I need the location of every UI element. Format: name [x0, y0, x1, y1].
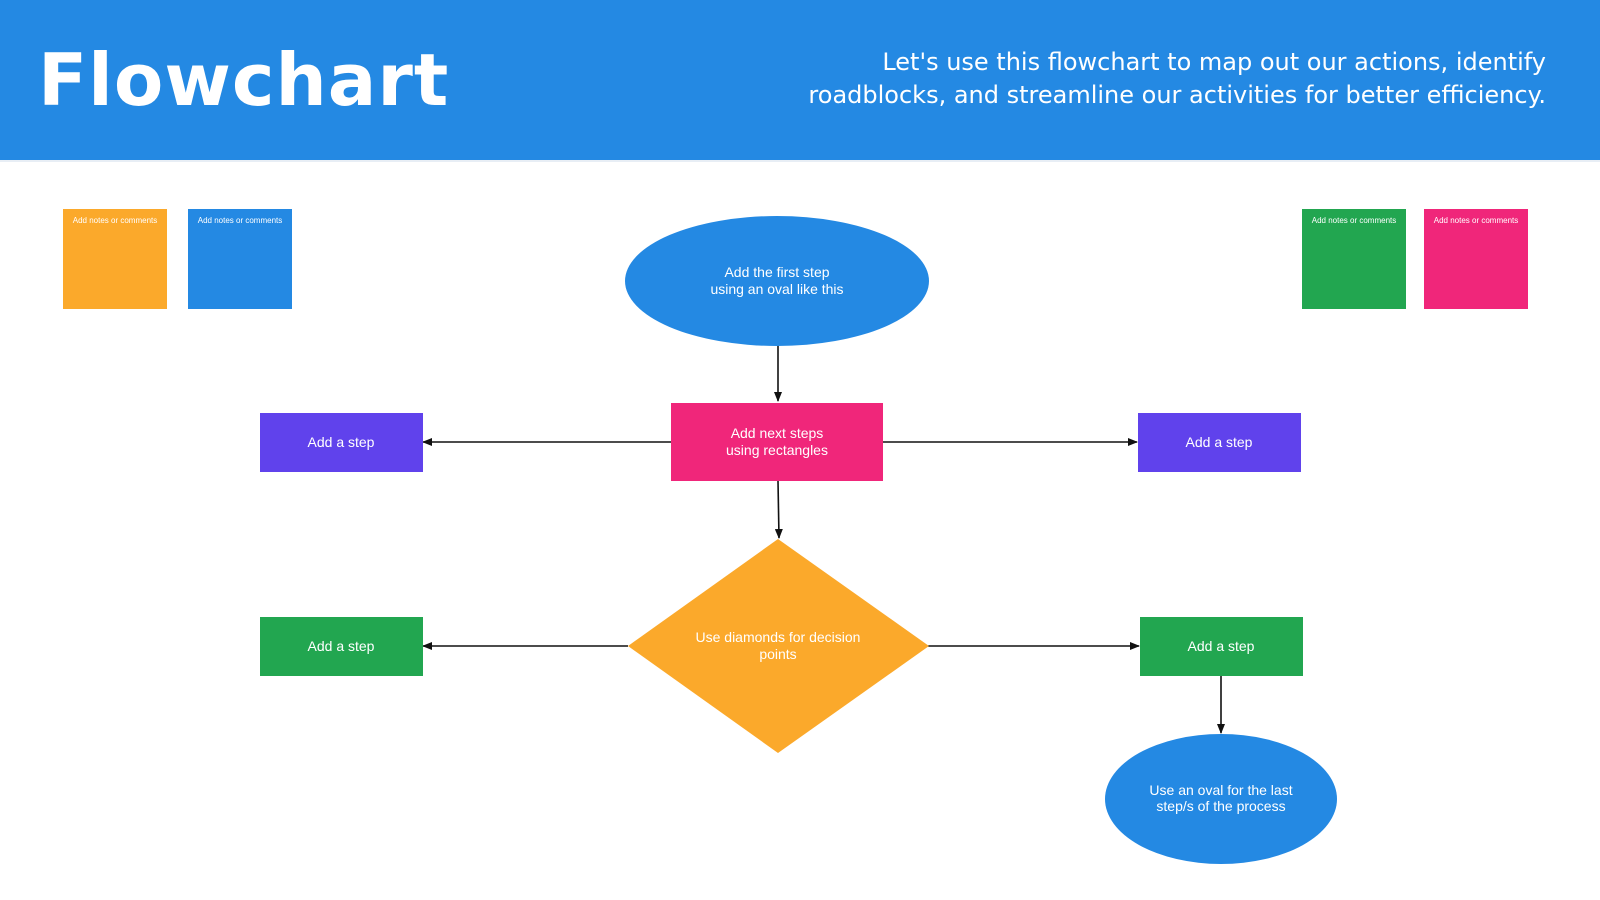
page-subtitle: Let's use this flowchart to map out our …	[726, 46, 1546, 112]
step-box-left-purple[interactable]: Add a step	[260, 413, 423, 472]
step-box-left-purple-shape	[260, 413, 423, 472]
step-box-left-purple-label: Add a step	[308, 434, 375, 450]
end-oval-shape	[1105, 734, 1337, 864]
next-steps-rectangle[interactable]: Add next steps using rectangles	[671, 403, 883, 481]
sticky-note-label: Add notes or comments	[1433, 216, 1519, 225]
step-box-right-green-shape	[1140, 617, 1303, 676]
step-box-right-green[interactable]: Add a step	[1140, 617, 1303, 676]
end-oval[interactable]: Use an oval for the last step/s of the p…	[1105, 734, 1337, 864]
step-box-right-green-label: Add a step	[1188, 638, 1255, 654]
sticky-note-pink[interactable]: Add notes or comments	[1424, 209, 1528, 309]
next-steps-text-line-2: using rectangles	[726, 442, 828, 458]
decision-diamond[interactable]: Use diamonds for decision points	[628, 539, 929, 753]
end-oval-text-line-1: Use an oval for the last	[1149, 782, 1292, 798]
sticky-note-blue[interactable]: Add notes or comments	[188, 209, 292, 309]
start-oval[interactable]: Add the first step using an oval like th…	[625, 216, 929, 346]
next-steps-rectangle-shape	[671, 403, 883, 481]
step-box-left-green[interactable]: Add a step	[260, 617, 423, 676]
sticky-note-orange[interactable]: Add notes or comments	[63, 209, 167, 309]
next-steps-text-line-1: Add next steps	[731, 425, 824, 441]
start-oval-text-line-1: Add the first step	[724, 264, 829, 280]
connector-next-to-decision	[774, 480, 783, 539]
step-box-right-purple-label: Add a step	[1186, 434, 1253, 450]
header-banner: Flowchart Let's use this flowchart to ma…	[0, 0, 1600, 162]
start-oval-shape	[625, 216, 929, 346]
sticky-note-label: Add notes or comments	[197, 216, 283, 225]
start-oval-text-line-2: using an oval like this	[710, 281, 843, 297]
subtitle-line-1: Let's use this flowchart to map out our …	[882, 48, 1546, 76]
step-box-right-purple-shape	[1138, 413, 1301, 472]
step-box-right-purple[interactable]: Add a step	[1138, 413, 1301, 472]
decision-diamond-shape	[628, 539, 929, 753]
page-title: Flowchart	[38, 38, 450, 122]
sticky-note-green[interactable]: Add notes or comments	[1302, 209, 1406, 309]
step-box-left-green-label: Add a step	[308, 638, 375, 654]
end-oval-text-line-2: step/s of the process	[1156, 798, 1285, 814]
decision-text-line-2: points	[759, 646, 796, 662]
sticky-note-label: Add notes or comments	[72, 216, 158, 225]
step-box-left-green-shape	[260, 617, 423, 676]
decision-text-line-1: Use diamonds for decision	[696, 629, 861, 645]
subtitle-line-2: roadblocks, and streamline our activitie…	[808, 81, 1546, 109]
sticky-note-label: Add notes or comments	[1311, 216, 1397, 225]
